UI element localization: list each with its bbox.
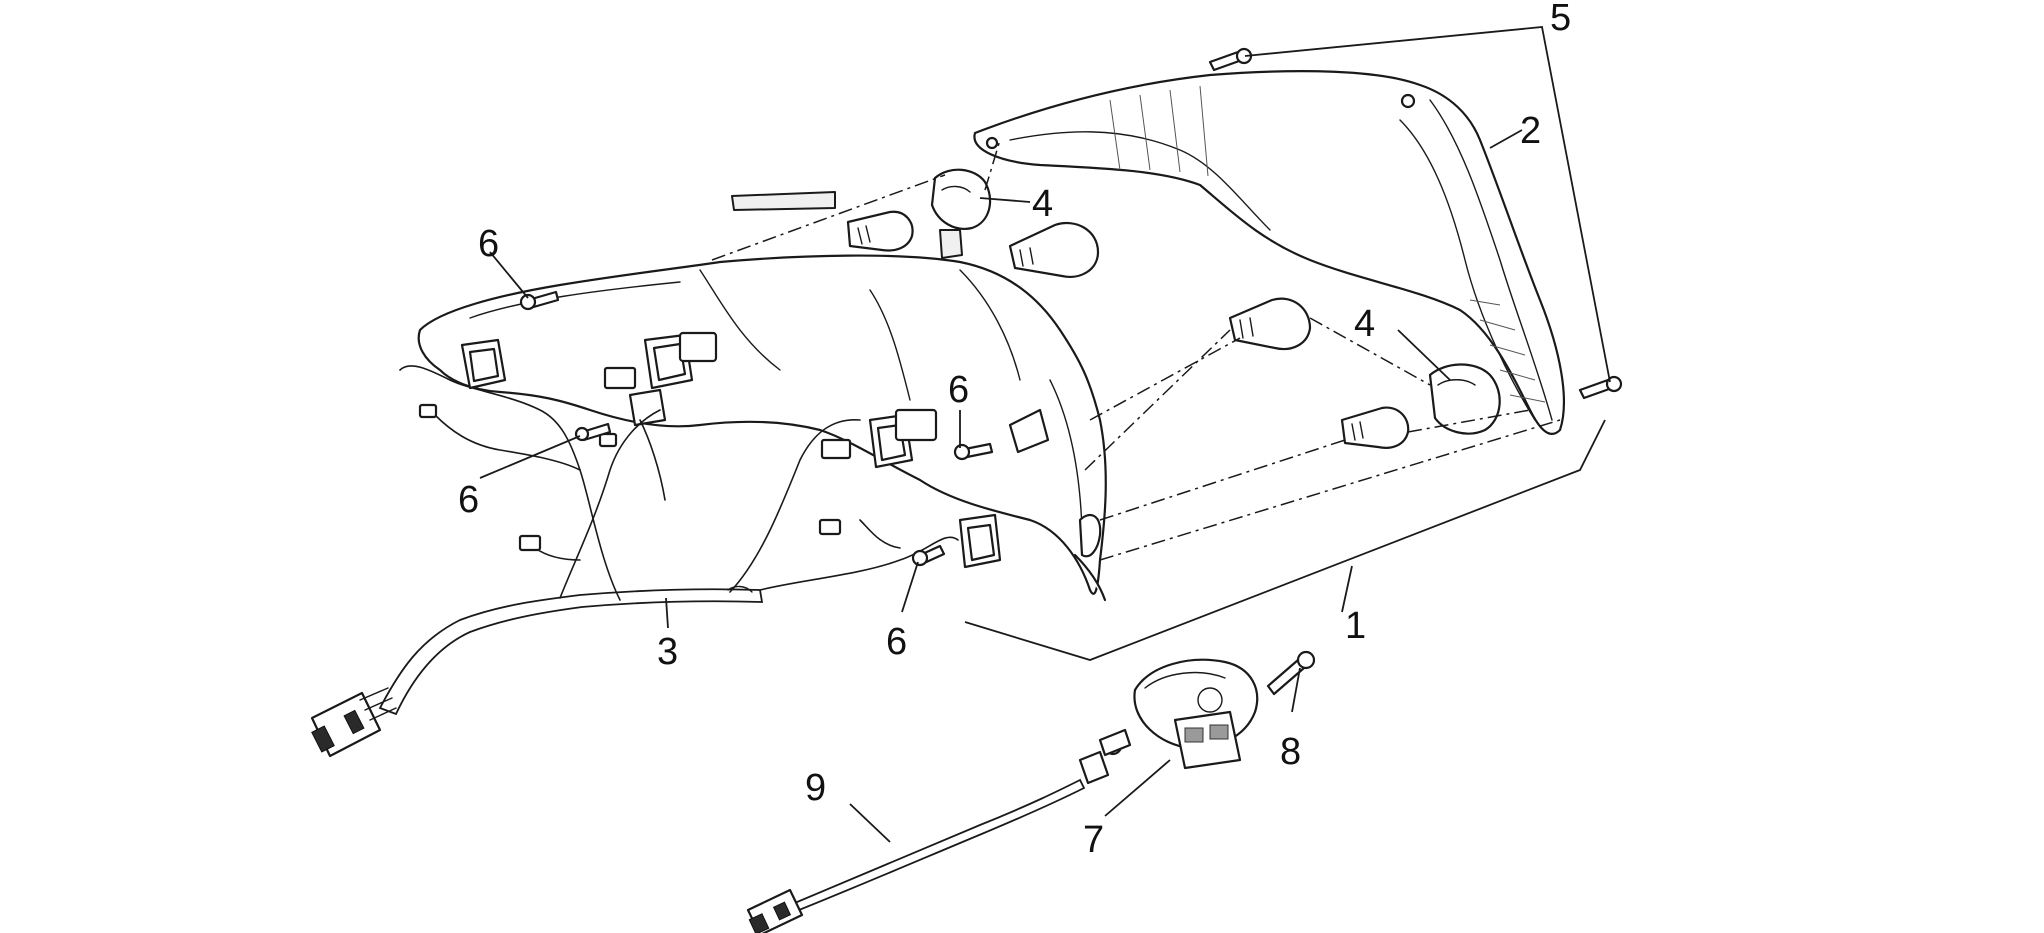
callout-9: 9 bbox=[805, 767, 826, 809]
bulb-socket-lower bbox=[1428, 363, 1501, 435]
socket-clip bbox=[460, 338, 507, 390]
callout-2: 2 bbox=[1520, 110, 1541, 152]
cable-plug-connector bbox=[746, 888, 804, 933]
socket-clip bbox=[958, 513, 1002, 569]
callout-labels: 1 2 3 4 4 5 6 6 6 6 7 8 9 bbox=[458, 0, 1571, 861]
bulb-small-upper bbox=[846, 210, 914, 252]
license-plate-light-part-7 bbox=[1133, 658, 1259, 770]
leader-lines bbox=[479, 129, 1523, 843]
screw-part-6-c bbox=[953, 442, 994, 461]
bulb-socket-upper bbox=[930, 168, 992, 230]
callout-4-lower: 4 bbox=[1354, 303, 1375, 345]
bulb-large-middle bbox=[1228, 297, 1312, 351]
callout-6-middle: 6 bbox=[948, 369, 969, 411]
callout-3: 3 bbox=[657, 631, 678, 673]
callout-5: 5 bbox=[1550, 0, 1571, 39]
callout-7: 7 bbox=[1083, 819, 1104, 861]
outer-lens-part-2 bbox=[973, 70, 1566, 435]
callout-1: 1 bbox=[1345, 605, 1366, 647]
screw-part-5-right bbox=[1578, 375, 1623, 400]
harness-plug-connector bbox=[310, 687, 397, 758]
callout-6-top-left: 6 bbox=[478, 223, 499, 265]
screw-part-6-d bbox=[911, 544, 946, 567]
housing-part-1 bbox=[417, 191, 1107, 602]
callout-6-left: 6 bbox=[458, 479, 479, 521]
callout-6-bottom: 6 bbox=[886, 621, 907, 663]
callout-brackets bbox=[964, 26, 1611, 661]
screw-part-5-top bbox=[1208, 47, 1253, 72]
wiring-harness-part-3 bbox=[310, 365, 959, 758]
assembly-alignment-lines bbox=[711, 139, 1561, 561]
bulb-small-lower bbox=[1340, 406, 1410, 449]
bulb-large-upper bbox=[1008, 221, 1100, 278]
screw-part-8 bbox=[1266, 650, 1316, 696]
screw-part-6-a bbox=[519, 290, 560, 311]
license-light-cable-part-9 bbox=[746, 728, 1132, 933]
callout-4-upper: 4 bbox=[1032, 183, 1053, 225]
callout-8: 8 bbox=[1280, 731, 1301, 773]
